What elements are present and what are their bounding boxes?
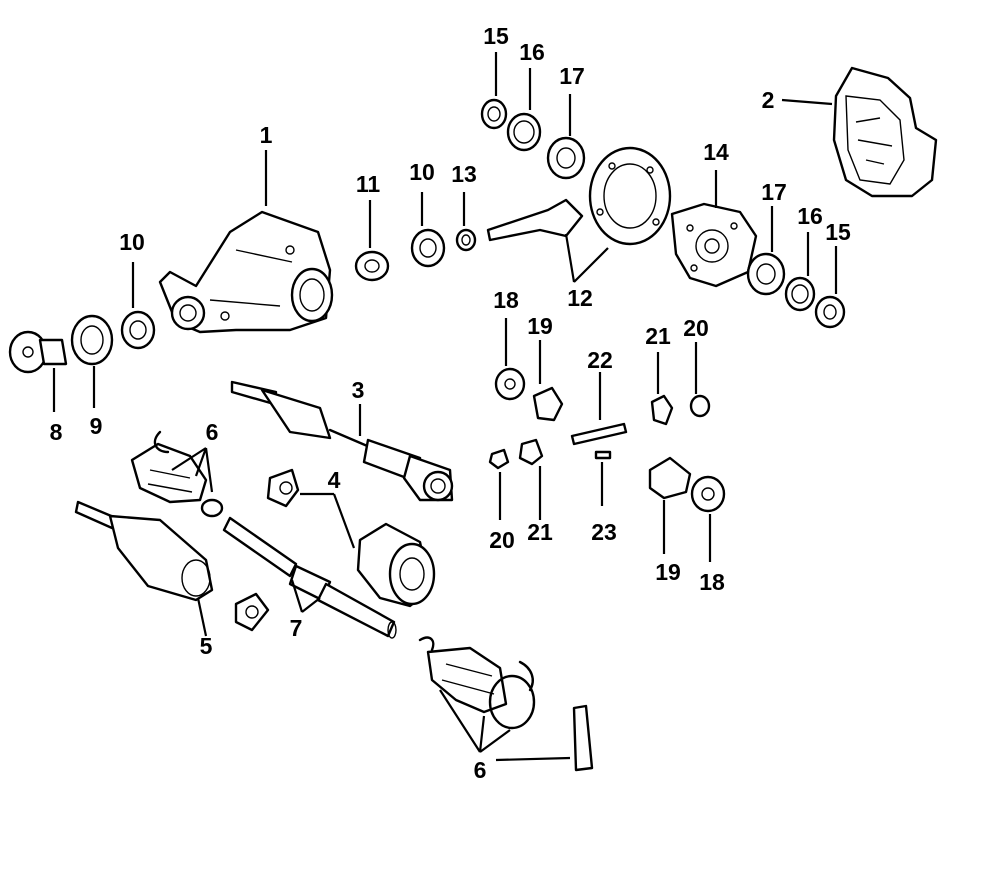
spacer-part <box>354 250 390 282</box>
callout-18-lower: 18 <box>699 569 725 595</box>
callout-1: 1 <box>260 122 273 148</box>
pinion-bearing-left-part <box>120 310 156 350</box>
callout-2: 2 <box>762 87 775 113</box>
intermediate-shaft-part <box>222 516 397 639</box>
callout-10-left: 10 <box>119 229 145 255</box>
callout-13: 13 <box>451 161 477 187</box>
callout-17-upper: 17 <box>559 63 585 89</box>
ring-and-pinion-part <box>486 146 672 246</box>
callout-11: 11 <box>356 171 381 197</box>
callout-18-upper: 18 <box>493 287 519 313</box>
callout-16-right: 16 <box>797 203 823 229</box>
callout-15-right: 15 <box>825 219 851 245</box>
callout-7: 7 <box>290 615 303 641</box>
side-bearing-set-upper-part <box>480 98 586 180</box>
callout-9: 9 <box>90 413 103 439</box>
boot-kit-lower-part <box>418 636 594 772</box>
callout-6-lower: 6 <box>474 757 487 783</box>
callout-6-upper: 6 <box>206 419 219 445</box>
half-shaft-part <box>230 380 454 502</box>
side-bearing-set-right-part <box>746 252 846 329</box>
callout-22: 22 <box>587 347 613 373</box>
companion-flange-part <box>8 330 68 374</box>
callout-labels: 1 2 3 4 5 6 6 7 8 9 10 10 11 12 13 14 15… <box>50 23 851 783</box>
leader-lines <box>52 52 838 762</box>
callout-16-upper: 16 <box>519 39 545 65</box>
callout-19-lower: 19 <box>655 559 681 585</box>
rear-cover-part <box>832 66 938 198</box>
callout-5: 5 <box>200 633 213 659</box>
callout-15-upper: 15 <box>483 23 509 49</box>
callout-8: 8 <box>50 419 63 445</box>
callout-20-left: 20 <box>489 527 515 553</box>
callout-21-right: 21 <box>645 323 671 349</box>
callout-3: 3 <box>352 377 365 403</box>
callout-17-right: 17 <box>761 179 787 205</box>
callout-21-left: 21 <box>527 519 553 545</box>
callout-19-upper: 19 <box>527 313 553 339</box>
callout-14: 14 <box>703 139 729 165</box>
callout-20-right: 20 <box>683 315 709 341</box>
pinion-seal-part <box>70 314 114 366</box>
carrier-housing-part <box>158 210 334 334</box>
callout-4: 4 <box>328 467 341 493</box>
outer-joint-part <box>74 500 270 632</box>
differential-gears-part <box>488 367 726 513</box>
cv-joint-housing-part <box>266 468 436 608</box>
boot-kit-upper-part <box>130 430 224 518</box>
pinion-bearing-right-part <box>410 228 446 268</box>
callout-23: 23 <box>591 519 617 545</box>
shim-part <box>455 228 477 252</box>
differential-case-part <box>670 202 758 288</box>
callout-12: 12 <box>567 285 593 311</box>
callout-10-right: 10 <box>409 159 435 185</box>
